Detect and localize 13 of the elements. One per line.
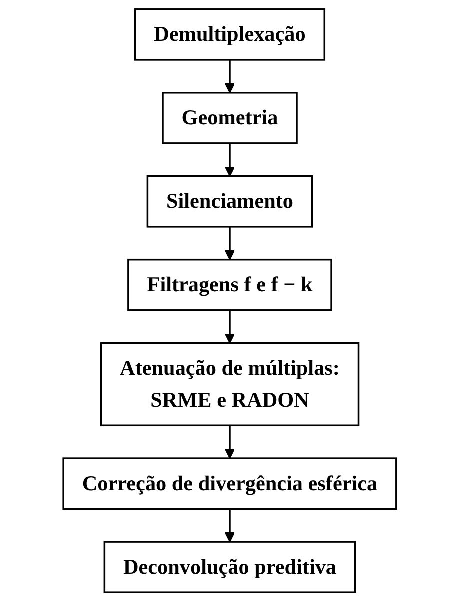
node-box: Demultiplexação [134,8,326,61]
arrow [224,509,236,542]
node-box: Correção de divergência esférica [62,458,398,510]
node-box: Geometria [162,92,298,144]
node-box: Atenuação de múltiplas: SRME e RADON [100,342,360,427]
arrow [224,60,236,94]
arrow [224,310,236,344]
node-box: Deconvolução preditiva [104,541,356,594]
node-box: Silenciamento [146,175,314,228]
node-box: Filtragens f e f − k [128,258,332,312]
arrow [224,226,236,260]
arrow [224,143,236,177]
arrow [224,426,236,460]
